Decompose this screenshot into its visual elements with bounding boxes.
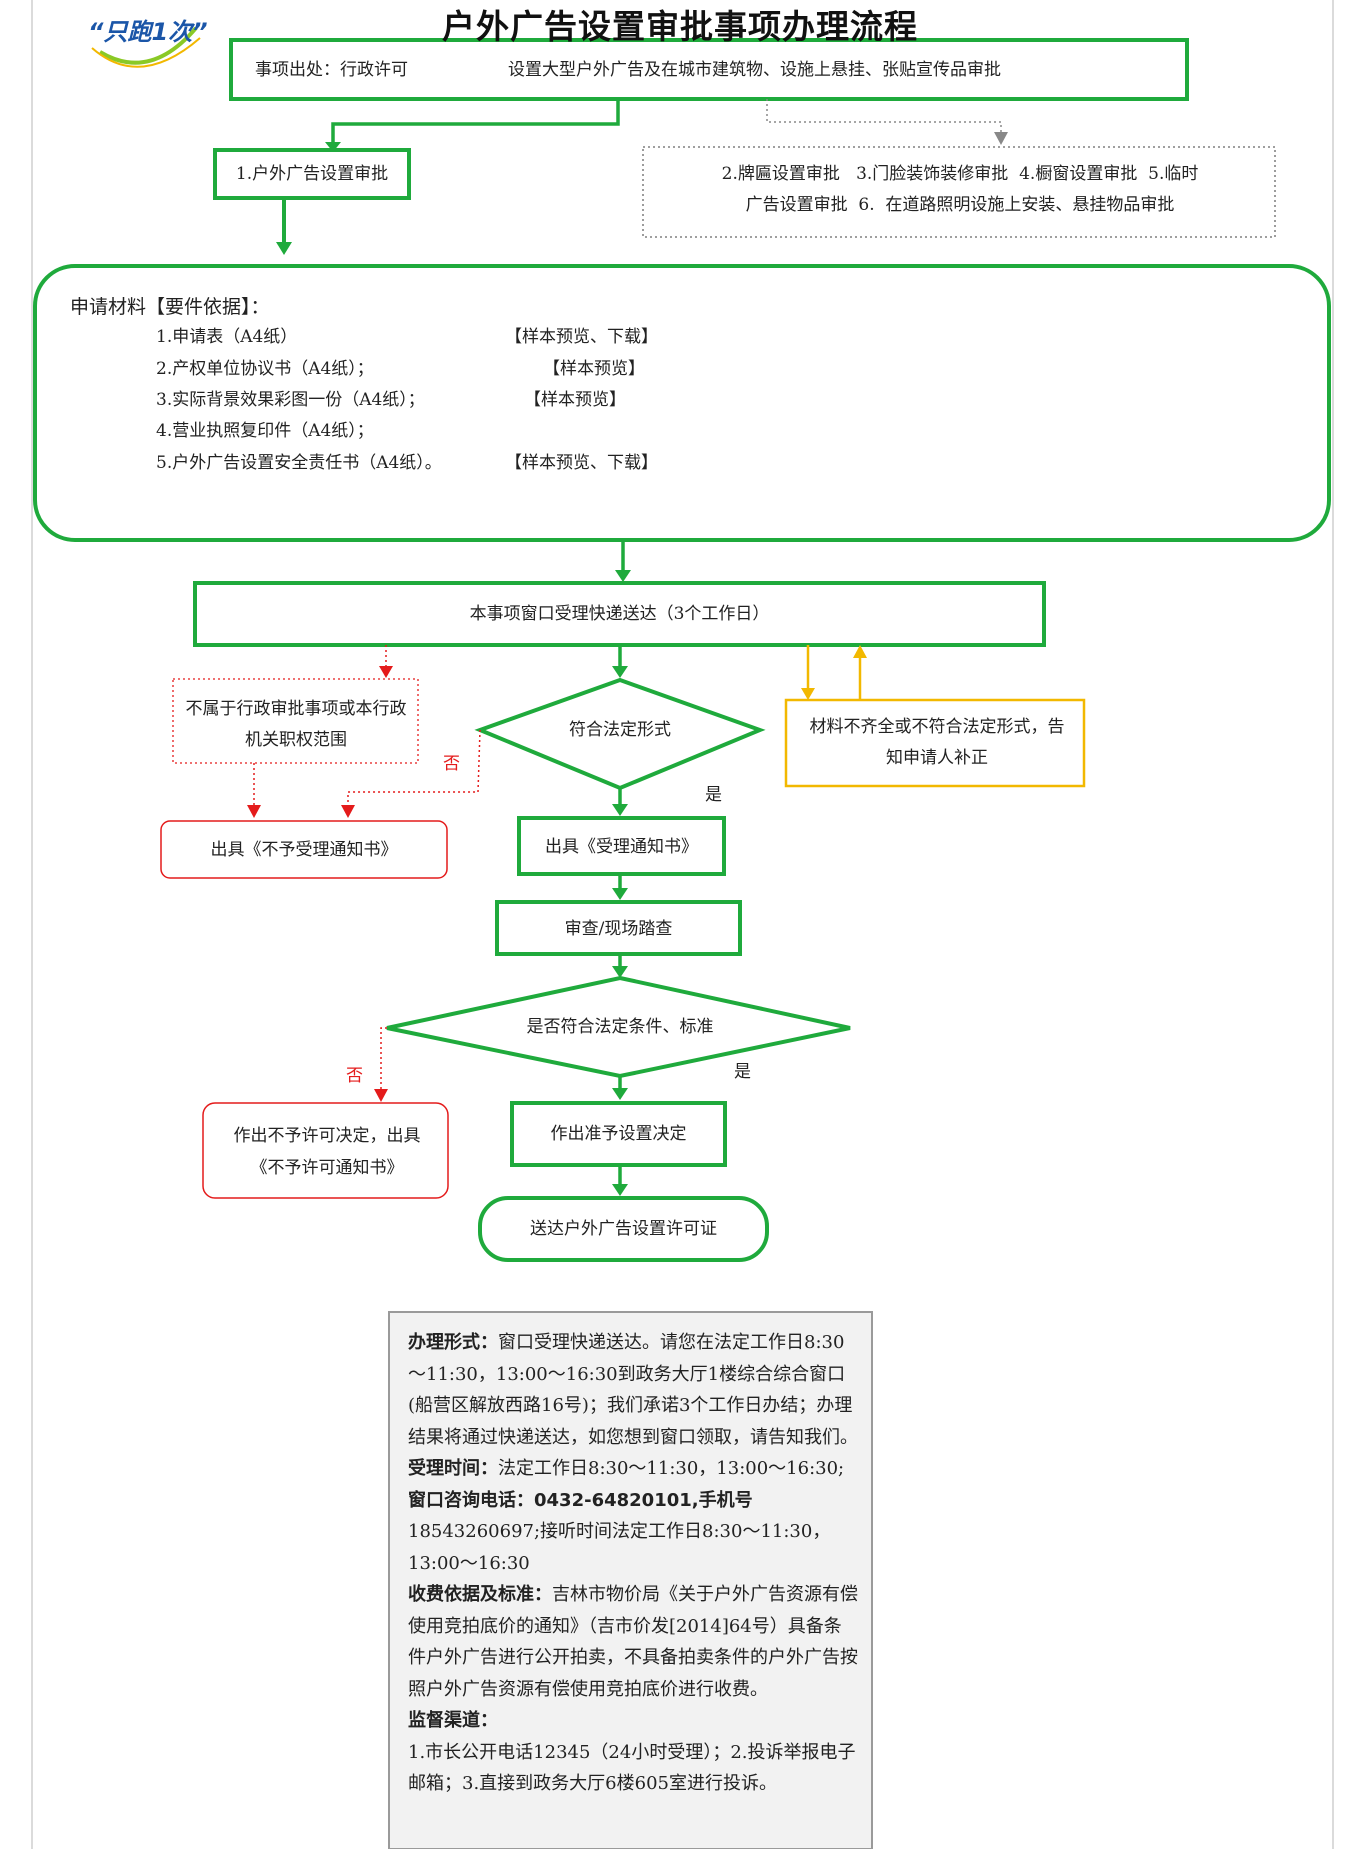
incomplete-border (784, 698, 1086, 788)
material-link-2[interactable]: 【样本预览】 (543, 359, 645, 379)
deny-label: 作出不予许可决定，出具《不予许可通知书》 (233, 1126, 421, 1178)
arrowhead-reject-2 (341, 805, 355, 818)
reject-notice-border (160, 820, 448, 879)
check-form-label: 符合法定形式 (569, 720, 671, 740)
info-phone-label: 窗口咨询电话：0432-64820101,手机号 (408, 1489, 753, 1511)
out-of-scope-border (172, 678, 419, 764)
arrowhead-check-standard (612, 966, 628, 978)
info-hours-label: 受理时间： (408, 1458, 498, 1479)
material-item-4: 4.营业执照复印件（A4纸）； (156, 421, 374, 441)
materials-border (33, 264, 1331, 542)
check-form-yes-label: 是 (705, 785, 722, 805)
arrowhead-approve (612, 1088, 628, 1100)
arrowhead-accept (615, 570, 631, 582)
arrowhead-reject-1 (247, 805, 261, 818)
source-box-border (229, 38, 1189, 101)
logo-swoosh (98, 26, 198, 65)
arrowhead-branch-other (994, 132, 1008, 145)
arrowhead-accept-notice (612, 804, 628, 816)
accept-notice-label: 出具《受理通知书》 (545, 837, 698, 857)
check-standard-yes-label: 是 (734, 1062, 751, 1082)
info-method-text: 窗口受理快递送达。请您在法定工作日8:30～11:30，13:00～16:30到… (408, 1332, 858, 1448)
info-method: 办理形式：窗口受理快递送达。请您在法定工作日8:30～11:30，13:00～1… (408, 1327, 858, 1453)
info-hours-text: 法定工作日8:30～11:30，13:00～16:30; (498, 1458, 845, 1479)
arrowhead-check-form (612, 666, 628, 678)
arrowhead-branch-main (325, 142, 341, 152)
deny-border (202, 1102, 449, 1199)
material-link-1[interactable]: 【样本预览、下载】 (505, 327, 658, 347)
arrowhead-out-of-scope (379, 666, 393, 678)
logo-text: “只跑1次” (88, 18, 208, 46)
page-title: 户外广告设置审批事项办理流程 (442, 7, 918, 46)
arrowhead-deliver (612, 1184, 628, 1196)
info-phone: 窗口咨询电话：0432-64820101,手机号 18543260697;接听时间… (408, 1485, 858, 1580)
material-item-1: 1.申请表（A4纸） (156, 327, 298, 347)
out-of-scope-label: 不属于行政审批事项或本行政机关职权范围 (185, 699, 407, 750)
branch-other-border (642, 146, 1276, 238)
branch-other-line1: 2.牌匾设置审批 3.门脸装饰装修审批 4.橱窗设置审批 5.临时 (721, 164, 1199, 184)
review-label: 审查/现场踏查 (564, 919, 673, 939)
deliver-border (478, 1196, 769, 1262)
info-panel-bg (388, 1311, 873, 1849)
arrow-source-to-branch-main (331, 99, 620, 144)
arrowhead-review (612, 888, 628, 900)
arrowhead-materials (276, 242, 292, 255)
info-method-label: 办理形式： (408, 1332, 498, 1353)
material-item-5: 5.户外广告设置安全责任书（A4纸）。 (156, 453, 442, 473)
material-link-3[interactable]: 【样本预览】 (524, 390, 626, 410)
info-hours: 受理时间：法定工作日8:30～11:30，13:00～16:30; (408, 1453, 858, 1485)
source-label: 事项出处：行政许可 (255, 60, 408, 80)
arrow-check-standard-no (380, 1027, 387, 1090)
logo-swoosh-2 (91, 37, 201, 68)
logo: “只跑1次” (88, 12, 228, 47)
arrowhead-back-to-accept (853, 645, 867, 658)
deliver-label: 送达户外广告设置许可证 (530, 1219, 717, 1239)
check-form-no-label: 否 (443, 754, 460, 774)
approve-label: 作出准予设置决定 (550, 1124, 687, 1144)
material-link-5[interactable]: 【样本预览、下载】 (505, 453, 658, 473)
branch-other-line2: 广告设置审批 6. 在道路照明设施上安装、悬挂物品审批 (745, 195, 1175, 215)
check-standard-no-label: 否 (346, 1066, 363, 1086)
info-panel: 办理形式：窗口受理快递送达。请您在法定工作日8:30～11:30，13:00～1… (408, 1327, 858, 1800)
branch-main-label: 1.户外广告设置审批 (235, 164, 389, 184)
accept-label: 本事项窗口受理快递送达（3个工作日） (469, 604, 770, 624)
material-item-2: 2.产权单位协议书（A4纸）； (156, 359, 374, 379)
info-fee-label: 收费依据及标准： (408, 1584, 552, 1605)
incomplete-label: 材料不齐全或不符合法定形式，告知申请人补正 (809, 717, 1065, 768)
info-fee-text: 吉林市物价局《关于户外广告资源有偿使用竞拍底价的通知》（吉市价发[2014]64… (408, 1584, 858, 1700)
arrow-source-to-branch-other (766, 99, 1002, 133)
source-content: 设置大型户外广告及在城市建筑物、设施上悬挂、张贴宣传品审批 (508, 60, 1001, 80)
branch-main-border (213, 148, 411, 200)
info-supervise-text: 1.市长公开电话12345（24小时受理）；2.投诉举报电子邮箱；3.直接到政务… (408, 1741, 856, 1795)
reject-notice-label: 出具《不予受理通知书》 (210, 840, 398, 860)
check-standard-label: 是否符合法定条件、标准 (526, 1017, 714, 1037)
info-phone-text: 18543260697;接听时间法定工作日8:30～11:30，13:00～16… (408, 1521, 831, 1574)
info-fee: 收费依据及标准：吉林市物价局《关于户外广告资源有偿使用竞拍底价的通知》（吉市价发… (408, 1579, 858, 1705)
arrow-check-form-no (347, 729, 481, 806)
arrowhead-deny (374, 1089, 388, 1102)
info-supervise-heading: 监督渠道： (408, 1705, 858, 1737)
info-supervise-label: 监督渠道： (408, 1710, 498, 1731)
arrowhead-incomplete (801, 688, 815, 700)
material-item-3: 3.实际背景效果彩图一份（A4纸）； (156, 390, 425, 410)
materials-heading: 申请材料【要件依据】： (70, 296, 270, 318)
